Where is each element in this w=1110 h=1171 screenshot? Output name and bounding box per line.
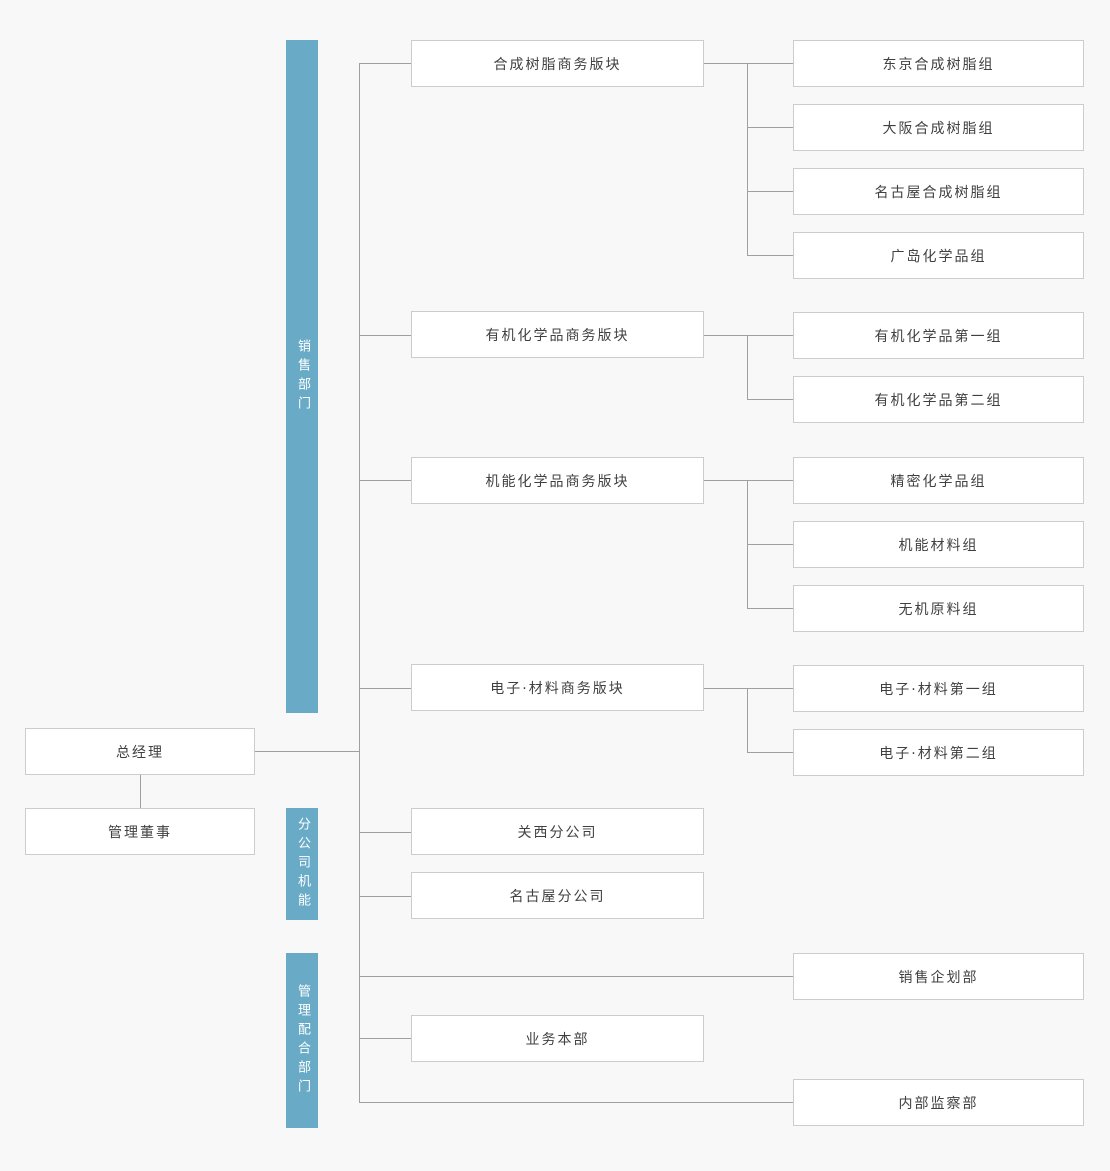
connector-line	[747, 544, 793, 545]
connector-line	[747, 255, 793, 256]
connector-line	[140, 775, 141, 808]
connector-line	[747, 127, 793, 128]
connector-line	[359, 896, 411, 897]
node-internal-audit-dept: 内部监察部	[793, 1079, 1084, 1126]
node-organic-chemicals-group-2: 有机化学品第二组	[793, 376, 1084, 423]
node-organic-chemicals-group-1: 有机化学品第一组	[793, 312, 1084, 359]
connector-line	[704, 688, 747, 689]
connector-line	[747, 63, 793, 64]
connector-line	[747, 608, 793, 609]
node-general-manager: 总经理	[25, 728, 255, 775]
node-electronics-materials-division: 电子·材料商务版块	[411, 664, 704, 711]
connector-line	[359, 976, 793, 977]
node-osaka-synthetic-resin-group: 大阪合成树脂组	[793, 104, 1084, 151]
node-tokyo-synthetic-resin-group: 东京合成树脂组	[793, 40, 1084, 87]
node-business-headquarters: 业务本部	[411, 1015, 704, 1062]
connector-line	[747, 480, 793, 481]
node-kansai-branch: 关西分公司	[411, 808, 704, 855]
connector-line	[747, 752, 793, 753]
connector-line	[747, 191, 793, 192]
node-synthetic-resin-division: 合成树脂商务版块	[411, 40, 704, 87]
connector-line	[747, 399, 793, 400]
node-electronics-materials-group-2: 电子·材料第二组	[793, 729, 1084, 776]
node-nagoya-synthetic-resin-group: 名古屋合成树脂组	[793, 168, 1084, 215]
connector-line	[359, 832, 411, 833]
section-bar-sales: 销售部门	[286, 40, 318, 713]
section-bar-management-support: 管理配合部门	[286, 953, 318, 1128]
node-organic-chemicals-division: 有机化学品商务版块	[411, 311, 704, 358]
node-fine-chemicals-group: 精密化学品组	[793, 457, 1084, 504]
connector-line	[359, 63, 360, 1103]
connector-line	[704, 335, 747, 336]
node-inorganic-materials-group: 无机原料组	[793, 585, 1084, 632]
connector-line	[747, 688, 793, 689]
connector-line	[359, 480, 411, 481]
node-sales-planning-dept: 销售企划部	[793, 953, 1084, 1000]
connector-line	[359, 1102, 793, 1103]
connector-line	[704, 480, 747, 481]
connector-line	[704, 63, 747, 64]
node-nagoya-branch: 名古屋分公司	[411, 872, 704, 919]
connector-line	[359, 335, 411, 336]
node-functional-materials-group: 机能材料组	[793, 521, 1084, 568]
node-electronics-materials-group-1: 电子·材料第一组	[793, 665, 1084, 712]
connector-line	[359, 1038, 411, 1039]
node-functional-chemicals-division: 机能化学品商务版块	[411, 457, 704, 504]
connector-line	[747, 335, 793, 336]
connector-line	[359, 63, 411, 64]
connector-line	[255, 751, 359, 752]
connector-line	[359, 688, 411, 689]
node-managing-director: 管理董事	[25, 808, 255, 855]
connector-line	[747, 335, 748, 399]
connector-line	[747, 688, 748, 752]
section-bar-branch-function: 分公司机能	[286, 808, 318, 920]
node-hiroshima-chemicals-group: 广岛化学品组	[793, 232, 1084, 279]
connector-line	[747, 63, 748, 255]
